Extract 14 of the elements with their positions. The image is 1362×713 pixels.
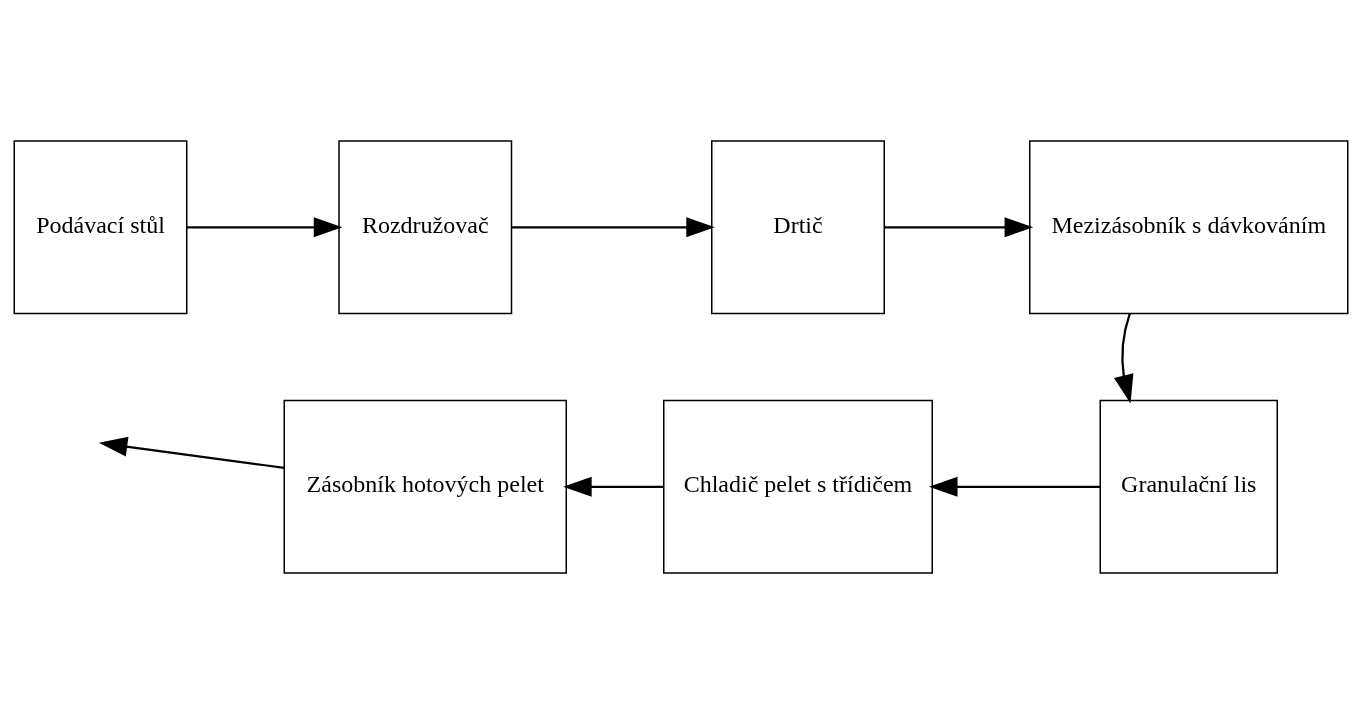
arrow <box>929 476 1101 497</box>
node-box: Mezizásobník s dávkováním <box>1029 139 1349 314</box>
node-box: Rozdružovač <box>338 139 513 314</box>
node-box: Drtič <box>711 139 885 314</box>
node-box: Podávací stůl <box>13 139 188 314</box>
arrow <box>186 216 343 237</box>
node-box: Granulační lis <box>1099 399 1278 574</box>
node-box: Chladič pelet s třídičem <box>663 399 933 574</box>
arrow <box>884 216 1034 237</box>
arrow <box>563 476 664 497</box>
arrow <box>1113 312 1134 403</box>
arrow <box>98 436 285 469</box>
arrow <box>511 216 715 237</box>
node-box: Zásobník hotových pelet <box>283 399 567 574</box>
